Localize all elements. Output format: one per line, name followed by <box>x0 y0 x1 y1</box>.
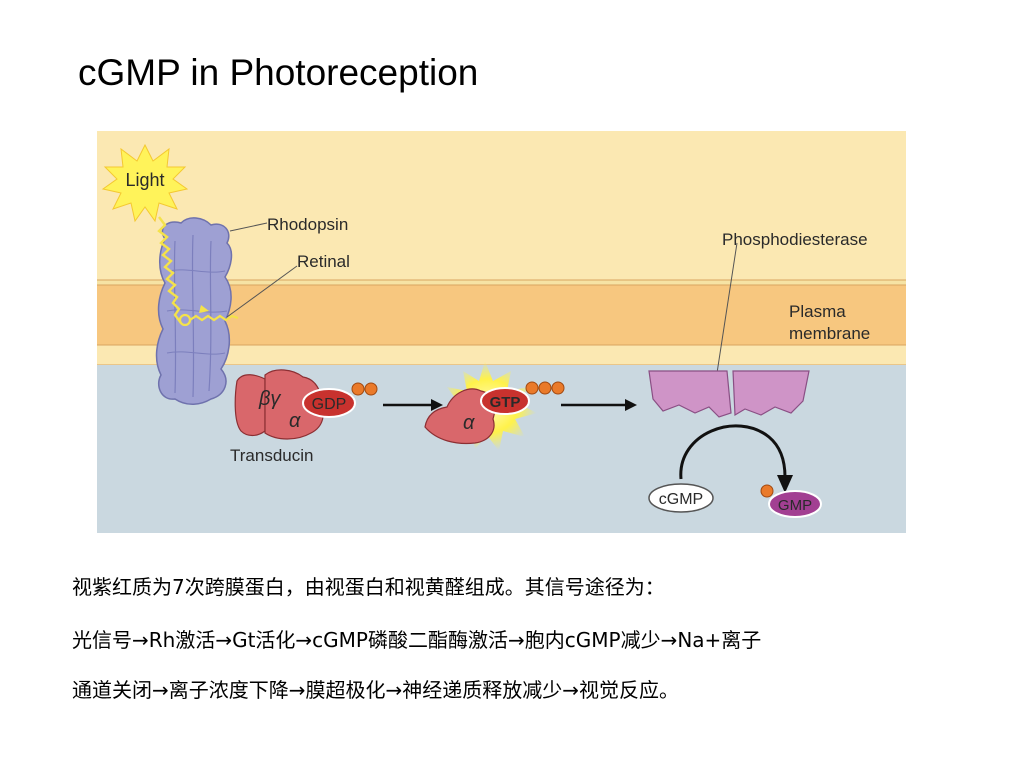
phosphodiesterase-label: Phosphodiesterase <box>722 230 868 249</box>
gmp-badge <box>768 490 822 518</box>
arrow-cgmp-hydrolysis <box>679 424 793 493</box>
membrane-inner-edge <box>97 345 906 365</box>
cgmp-badge <box>648 483 714 513</box>
transducin-alpha-active: α GTP <box>424 361 565 451</box>
phosphate-dot <box>538 381 552 395</box>
caption-line-1: 视紫红质为7次跨膜蛋白，由视蛋白和视黄醛组成。其信号途径为： <box>72 575 665 599</box>
caption-line-2: 光信号→Rh激活→Gt活化→cGMP磷酸二酯酶激活→胞内cGMP减少→Na+离子 <box>72 628 762 652</box>
phosphate-dot <box>551 381 565 395</box>
rhodopsin-label: Rhodopsin <box>267 215 348 234</box>
phosphodiesterase-enzyme <box>648 370 810 418</box>
arrow-transducin-activation <box>383 399 443 411</box>
phosphate-dot <box>364 382 378 396</box>
plasma-membrane-label-1: Plasma <box>789 302 846 321</box>
membrane-outer-edge <box>97 280 906 285</box>
retinal <box>178 313 239 327</box>
arrow-pde-activation <box>561 399 637 411</box>
gdp-label: GDP <box>312 396 347 413</box>
alpha-label-2: α <box>463 412 475 434</box>
retinal-label: Retinal <box>297 252 350 271</box>
caption-line-3: 通道关闭→离子浓度下降→膜超极化→神经递质释放减少→视觉反应。 <box>72 678 680 702</box>
phosphate-dot <box>760 484 774 498</box>
transducin-inactive: βγ α GDP <box>234 369 378 440</box>
rhodopsin-protein <box>155 217 233 405</box>
beta-gamma-label: βγ <box>258 388 281 410</box>
light-path <box>157 216 182 324</box>
phosphate-dot <box>525 381 539 395</box>
gtp-badge <box>480 387 530 415</box>
plasma-membrane-label-2: membrane <box>789 324 870 343</box>
alpha-label-1: α <box>289 410 301 432</box>
light-burst: Light <box>101 143 189 223</box>
gdp-badge <box>302 388 356 418</box>
gtp-label: GTP <box>490 394 521 411</box>
gmp-label: GMP <box>778 497 812 514</box>
transducin-label: Transducin <box>230 446 313 465</box>
light-label: Light <box>125 170 164 190</box>
phosphate-dot <box>351 382 365 396</box>
cgmp-label: cGMP <box>659 491 703 508</box>
photoreception-diagram: Light Rhodopsin Retinal Phosphodiesteras… <box>97 131 906 533</box>
slide-title: cGMP in Photoreception <box>78 52 479 93</box>
